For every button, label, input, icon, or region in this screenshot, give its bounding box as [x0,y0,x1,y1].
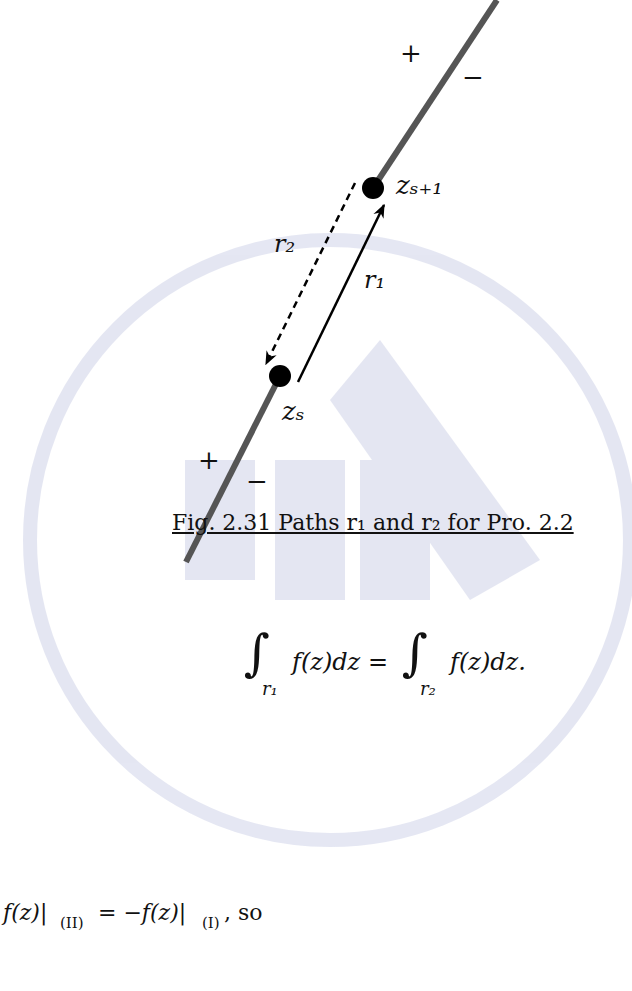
point-label: zₛ₊₁ [396,172,443,198]
branch-point [362,177,384,199]
integral-subscript: r₁ [262,680,278,698]
watermark [30,240,630,840]
equation-text: f(z)dz. [450,650,526,674]
watermark-shape [330,340,540,600]
figure-caption: Fig. 2.31 Paths r₁ and r₂ for Pro. 2.2 [172,512,574,534]
integral-sign: ∫ [244,628,270,678]
branch-cut [186,376,280,562]
path-arrow [298,205,384,382]
point-label: zₛ [282,398,304,424]
branch-point [269,365,291,387]
equation-subscript: (II) [60,916,84,931]
equation-subscript: (I) [202,916,220,931]
minus-sign: − [462,64,484,90]
path-label: r₁ [364,268,385,292]
equation-text: = −f(z)| [98,902,186,924]
plus-sign: + [400,40,422,66]
equation-text: f(z)dz = [292,650,388,674]
equation-text: f(z)| [3,902,47,924]
plus-sign: + [198,447,220,473]
watermark-ring [30,240,630,840]
minus-sign: − [246,468,268,494]
path-arrow [266,183,355,364]
integral-subscript: r₂ [420,680,436,698]
path-label: r₂ [274,232,295,256]
branch-cut [373,0,497,188]
equation-text: , so [224,902,263,924]
integral-sign: ∫ [402,628,428,678]
